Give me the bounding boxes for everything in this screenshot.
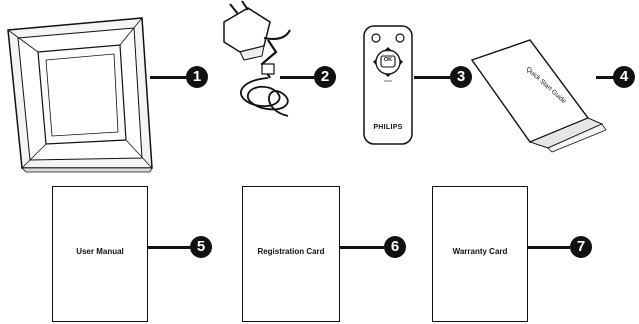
connector-line-3 xyxy=(414,76,450,79)
warranty-card-label: Warranty Card xyxy=(452,247,508,256)
marker-4: 4 xyxy=(613,66,635,88)
marker-6: 6 xyxy=(384,236,406,258)
marker-2: 2 xyxy=(314,66,336,88)
marker-3: 3 xyxy=(450,66,472,88)
connector-line-6 xyxy=(340,246,384,249)
connector-line-1 xyxy=(150,76,186,79)
warranty-card: Warranty Card xyxy=(432,186,528,322)
photo-frame-illustration xyxy=(7,17,153,173)
connector-line-7 xyxy=(528,246,570,249)
marker-7: 7 xyxy=(570,236,592,258)
user-manual-label: User Manual xyxy=(76,247,124,256)
quick-start-guide-illustration xyxy=(470,39,607,153)
remote-control-illustration xyxy=(363,25,413,145)
registration-card-label: Registration Card xyxy=(257,247,325,256)
connector-line-2 xyxy=(280,76,314,79)
marker-1: 1 xyxy=(186,66,208,88)
remote-ok-label: OK xyxy=(383,57,393,63)
connector-line-5 xyxy=(148,246,190,249)
power-adapter-illustration xyxy=(223,0,291,117)
marker-5: 5 xyxy=(190,236,212,258)
user-manual-card: User Manual xyxy=(52,186,148,322)
registration-card: Registration Card xyxy=(242,186,340,322)
remote-brand-label: PHILIPS xyxy=(373,124,403,131)
connector-line-4 xyxy=(596,76,614,79)
